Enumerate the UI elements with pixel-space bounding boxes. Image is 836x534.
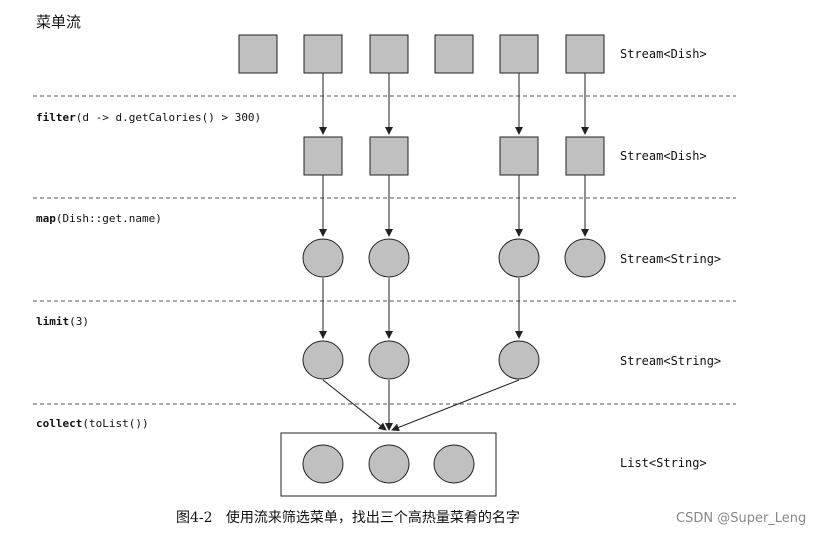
name-node [433, 444, 475, 484]
type-label: Stream<Dish> [620, 149, 707, 163]
name-node [498, 340, 540, 380]
type-label: Stream<Dish> [620, 47, 707, 61]
dish-node [369, 136, 409, 176]
arrow [391, 379, 520, 432]
watermark-text: CSDN @Super_Leng [676, 511, 806, 526]
name-node [302, 340, 344, 380]
dish-node [238, 34, 278, 74]
type-label: Stream<String> [620, 354, 721, 368]
arrow [322, 379, 387, 431]
dish-node [565, 34, 605, 74]
operation-keyword: filter [36, 111, 76, 124]
operation-label-limit: limit(3) [36, 315, 89, 328]
name-node [498, 238, 540, 278]
dish-node [499, 34, 539, 74]
stage-collect-nodes [302, 444, 475, 484]
dish-node [434, 34, 474, 74]
type-label: Stream<String> [620, 252, 721, 266]
name-node [302, 444, 344, 484]
dish-node [303, 136, 343, 176]
operation-keyword: collect [36, 417, 82, 430]
dish-node [565, 136, 605, 176]
stage-filter-nodes [303, 136, 605, 176]
diagram-title: 菜单流 [36, 13, 81, 31]
stage-dividers [33, 95, 736, 405]
dish-node [303, 34, 343, 74]
dish-node [499, 136, 539, 176]
operation-label-collect: collect(toList()) [36, 417, 149, 430]
stage-map-nodes [302, 238, 606, 278]
operation-label-filter: filter(d -> d.getCalories() > 300) [36, 111, 261, 124]
operation-args: (3) [69, 315, 89, 328]
name-node [302, 238, 344, 278]
operation-keyword: map [36, 212, 56, 225]
operation-args: (Dish::get.name) [56, 212, 162, 225]
name-node [368, 340, 410, 380]
operation-args: (d -> d.getCalories() > 300) [76, 111, 261, 124]
figure-caption: 图4-2 使用流来筛选菜单，找出三个高热量菜肴的名字 [176, 509, 520, 526]
type-label: List<String> [620, 456, 707, 470]
flow-arrows [319, 73, 589, 432]
operation-keyword: limit [36, 315, 69, 328]
name-node [564, 238, 606, 278]
dish-node [369, 34, 409, 74]
operation-label-map: map(Dish::get.name) [36, 212, 162, 225]
name-node [368, 444, 410, 484]
name-node [368, 238, 410, 278]
operation-args: (toList()) [82, 417, 148, 430]
stage-source-nodes [238, 34, 605, 74]
stage-limit-nodes [302, 340, 540, 380]
